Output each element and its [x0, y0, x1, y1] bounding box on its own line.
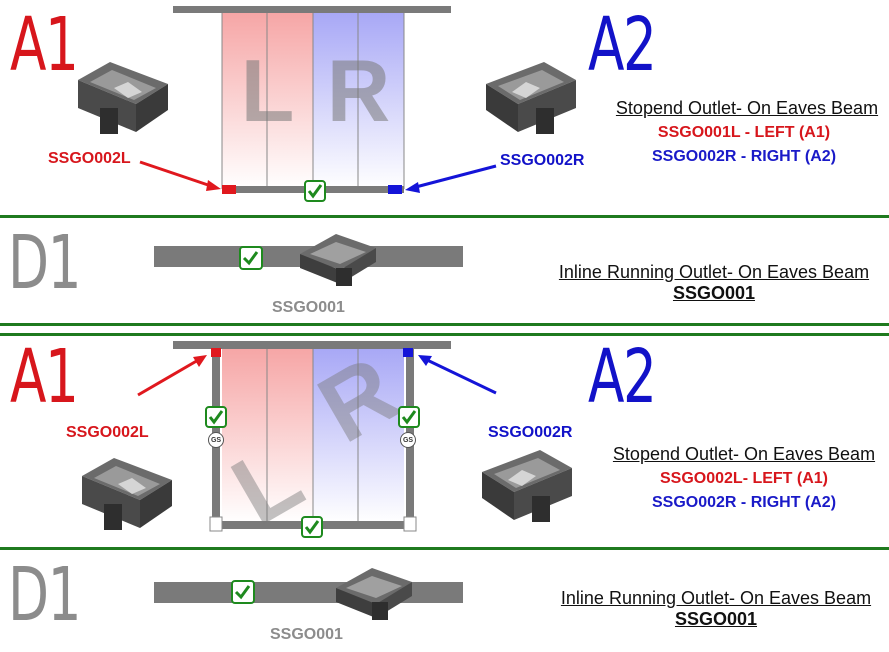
a1-label-top: A1 [10, 2, 79, 88]
caption-bottom: Stopend Outlet- On Eaves Beam [612, 444, 876, 464]
left-outlet-marker-top [222, 185, 236, 194]
right-code-bottom: SSGO002R [488, 424, 573, 441]
d1-code-below-bottom: SSGO001 [270, 626, 343, 643]
caption-block-bottom: Stopend Outlet- On Eaves Beam [608, 444, 880, 465]
d1-code-below-top: SSGO001 [272, 299, 345, 316]
gutter-outlet-icon [300, 234, 376, 286]
eaves-beam-d1-bottom [154, 582, 463, 603]
caption-line1-top: SSGO001L - LEFT (A1) [610, 124, 878, 142]
gutter-outlet-icon [482, 450, 572, 522]
gs-marker-right: GS [400, 432, 416, 448]
d1-label-bottom: D1 [8, 552, 81, 638]
gutter-outlet-icon [336, 568, 412, 620]
a1-label-bottom: A1 [10, 334, 79, 420]
divider-3 [0, 333, 889, 336]
d1-label-top: D1 [8, 220, 81, 306]
gutter-outlet-icon [486, 62, 576, 134]
wall-plate-bottom [173, 341, 451, 349]
gutter-outlet-icon [82, 458, 172, 530]
caption-line2-bottom: SSGO002R - RIGHT (A2) [608, 494, 880, 512]
d1-caption-block-bottom: Inline Running Outlet- On Eaves Beam SSG… [542, 588, 889, 630]
caption-top: Stopend Outlet- On Eaves Beam [615, 98, 879, 118]
d1-caption-block-top: Inline Running Outlet- On Eaves Beam SSG… [540, 262, 888, 304]
check-icon [205, 406, 227, 428]
gs-marker-left: GS [208, 432, 224, 448]
d1-caption-code-bottom: SSGO001 [674, 609, 758, 629]
check-icon [301, 516, 323, 538]
check-icon [398, 406, 420, 428]
right-spec-bottom: SSGO002R - RIGHT (A2) [651, 494, 837, 511]
check-icon [304, 180, 326, 202]
wall-plate-top [173, 6, 451, 13]
divider-2 [0, 323, 889, 326]
a2-label-bottom: A2 [588, 334, 657, 420]
panel-letter-left-top: L [240, 41, 295, 140]
left-code-bottom: SSGO002L [66, 424, 149, 441]
panel-letter-right-top: R [326, 41, 391, 140]
right-code-top: SSGO002R [500, 152, 585, 169]
d1-caption-bottom: Inline Running Outlet- On Eaves Beam [560, 588, 872, 608]
gutter-outlet-icon [78, 62, 168, 134]
d1-caption-top: Inline Running Outlet- On Eaves Beam [558, 262, 870, 282]
a2-label-top: A2 [588, 2, 657, 88]
caption-line1-bottom: SSGO002L- LEFT (A1) [608, 470, 880, 488]
left-outlet-marker-bottom [211, 348, 221, 357]
left-spec-top: SSGO001L - LEFT (A1) [657, 124, 831, 141]
divider-4 [0, 547, 889, 550]
right-spec-top: SSGO002R - RIGHT (A2) [651, 148, 837, 165]
left-code-top: SSGO002L [48, 150, 131, 167]
left-spec-bottom: SSGO002L- LEFT (A1) [659, 470, 829, 487]
divider-1 [0, 215, 889, 218]
d1-caption-code-top: SSGO001 [672, 283, 756, 303]
right-outlet-marker-top [388, 185, 402, 194]
caption-block-top: Stopend Outlet- On Eaves Beam [610, 98, 889, 119]
right-outlet-marker-bottom [403, 348, 413, 357]
caption-line2-top: SSGO002R - RIGHT (A2) [610, 148, 878, 166]
